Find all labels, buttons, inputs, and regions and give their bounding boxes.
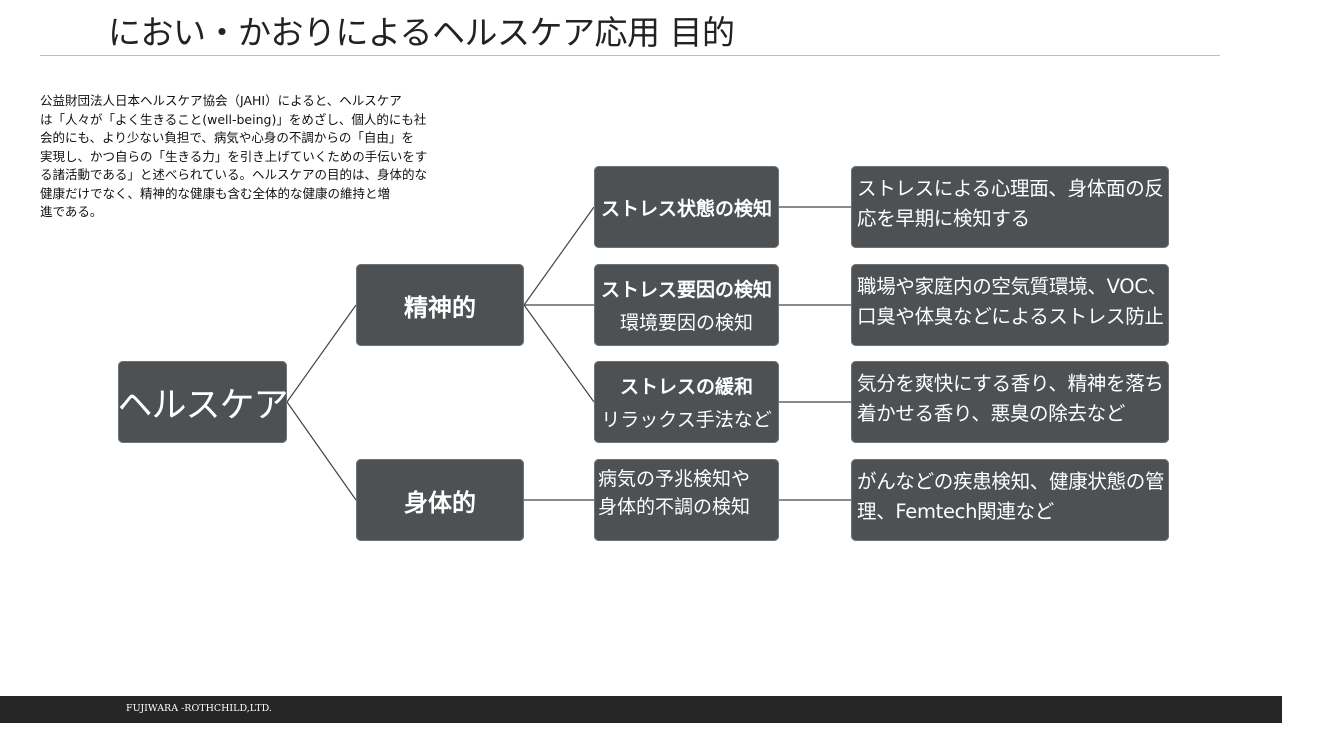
application-node-3: 気分を爽快にする香り、精神を落ち 着かせる香り、悪臭の除去など	[851, 361, 1169, 443]
connector-root-physical	[286, 401, 357, 501]
function-node-disease-detection: 病気の予兆検知や 身体的不調の検知	[594, 459, 779, 541]
connector-root-mental	[286, 304, 357, 403]
slide-title: におい・かおりによるヘルスケア応用 目的	[108, 13, 735, 52]
function-subtitle: リラックス手法など	[601, 409, 772, 432]
footer-bar: FUJIWARA -ROTHCHILD,LTD.	[0, 696, 1282, 723]
function-line: 身体的不調の検知	[598, 496, 751, 518]
category-node-physical: 身体的	[356, 459, 524, 541]
application-node-4: がんなどの疾患検知、健康状態の管 理、Femtech関連など	[851, 459, 1169, 541]
application-line: 口臭や体臭などによるストレス防止	[857, 305, 1164, 328]
application-line: がんなどの疾患検知、健康状態の管	[857, 470, 1165, 493]
function-node-stress-factor: ストレス要因の検知 環境要因の検知	[594, 264, 779, 346]
application-line: ストレスによる心理面、身体面の反	[857, 177, 1164, 200]
intro-line: 公益財団法人日本ヘルスケア協会（JAHI）によると、ヘルスケア	[40, 93, 402, 108]
company-name: FUJIWARA -ROTHCHILD,LTD.	[126, 703, 272, 714]
function-node-stress-relief: ストレスの緩和 リラックス手法など	[594, 361, 779, 443]
category-label: 精神的	[404, 293, 476, 322]
connector-mental-stress-relief	[523, 304, 595, 403]
intro-line: 進である。	[40, 204, 103, 219]
category-node-mental: 精神的	[356, 264, 524, 346]
function-title: ストレスの緩和	[619, 375, 753, 398]
application-line: 着かせる香り、悪臭の除去など	[857, 402, 1126, 425]
root-node: ヘルスケア	[117, 361, 289, 443]
title-divider	[40, 55, 1220, 56]
function-node-stress-state: ストレス状態の検知	[594, 166, 779, 248]
function-title: ストレス要因の検知	[600, 278, 772, 301]
intro-line: 健康だけでなく、精神的な健康も含む全体的な健康の維持と増	[40, 185, 391, 201]
intro-line: る諸活動である」と述べられている。ヘルスケアの目的は、身体的な	[40, 167, 428, 182]
application-line: 気分を爽快にする香り、精神を落ち	[857, 372, 1164, 395]
function-subtitle: 環境要因の検知	[619, 312, 753, 335]
function-title: ストレス状態の検知	[600, 197, 772, 220]
application-line: 職場や家庭内の空気質環境、VOC、	[857, 275, 1167, 298]
application-line: 応を早期に検知する	[857, 207, 1030, 230]
intro-line: は「人々が「よく生きること(well-being)」をめざし、個人的にも社	[40, 111, 427, 127]
category-label: 身体的	[404, 488, 476, 517]
connector-mental-stress-state	[523, 206, 595, 306]
function-line: 病気の予兆検知や	[598, 468, 751, 490]
application-node-1: ストレスによる心理面、身体面の反 応を早期に検知する	[851, 166, 1169, 248]
intro-paragraph: 公益財団法人日本ヘルスケア協会（JAHI）によると、ヘルスケア は「人々が「よく…	[40, 92, 460, 222]
intro-line: 実現し、かつ自らの「生きる力」を引き上げていくための手伝いをす	[40, 148, 428, 164]
application-line: 理、Femtech関連など	[857, 500, 1054, 523]
root-node-label: ヘルスケア	[117, 385, 289, 426]
application-node-2: 職場や家庭内の空気質環境、VOC、 口臭や体臭などによるストレス防止	[851, 264, 1169, 346]
intro-line: 会的にも、より少ない負担で、病気や心身の不調からの「自由」を	[40, 130, 414, 145]
